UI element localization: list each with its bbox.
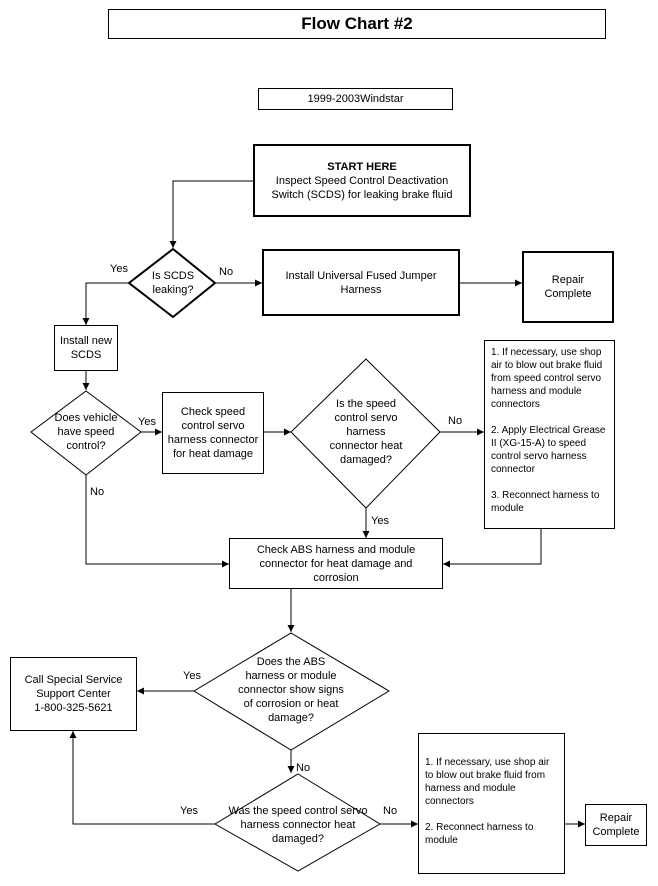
final-step-1: 1. If necessary, use shop air to blow ou… xyxy=(425,757,550,807)
decision-diamond-scds xyxy=(127,247,217,319)
servo-step-1: 1. If necessary, use shop air to blow ou… xyxy=(491,347,603,410)
check-abs-box: Check ABS harness and module connector f… xyxy=(229,538,443,589)
call-center-line-1: Call Special Service xyxy=(24,674,123,686)
start-heading: START HERE xyxy=(327,160,397,173)
decision-was-servo-text: Was the speed control servo harness conn… xyxy=(228,805,368,845)
label-no-abs: No xyxy=(296,762,311,774)
connector-start-to-scds xyxy=(169,180,253,248)
label-yes-servo: Yes xyxy=(371,515,389,527)
label-yes-speed-control: Yes xyxy=(138,416,156,428)
decision-servo-text: Is the speed control servo harness conne… xyxy=(329,398,403,466)
check-servo-box: Check speed control servo harness connec… xyxy=(162,392,264,474)
decision-diamond-speed-control xyxy=(30,390,142,476)
final-steps-box: 1. If necessary, use shop air to blow ou… xyxy=(418,733,565,874)
repair-complete-box-1: Repair Complete xyxy=(522,251,614,323)
label-no-scds: No xyxy=(219,266,234,278)
label-no-speed-control: No xyxy=(90,486,105,498)
page-title: Flow Chart #2 xyxy=(108,9,606,39)
label-no-servo: No xyxy=(448,415,463,427)
decision-diamond-abs xyxy=(193,632,390,751)
connector-steps-to-abs xyxy=(443,529,542,568)
decision-abs-text: Does the ABS harness or module connector… xyxy=(238,656,344,724)
call-center-line-2: Support Center xyxy=(36,688,111,700)
connector-scds-yes xyxy=(82,282,129,325)
label-yes-was-servo: Yes xyxy=(180,805,198,817)
servo-steps-box: 1. If necessary, use shop air to blow ou… xyxy=(484,340,615,529)
connector-q-was-yes xyxy=(69,731,215,825)
decision-diamond-servo xyxy=(290,358,441,509)
label-no-was-servo: No xyxy=(383,805,398,817)
decision-speed-control-text: Does vehicle have speed control? xyxy=(54,412,118,452)
model-label: 1999-2003Windstar xyxy=(258,88,453,110)
label-yes-abs: Yes xyxy=(183,670,201,682)
call-center-box: Call Special Service Support Center 1-80… xyxy=(10,657,137,731)
servo-step-3: 3. Reconnect harness to module xyxy=(491,490,600,514)
decision-diamond-was-servo xyxy=(214,773,381,872)
start-box: START HERE Inspect Speed Control Deactiv… xyxy=(253,144,471,217)
label-yes-scds: Yes xyxy=(110,263,128,275)
install-scds-box: Install new SCDS xyxy=(54,325,118,371)
final-step-2: 2. Reconnect harness to module xyxy=(425,822,534,846)
repair-complete-box-2: Repair Complete xyxy=(585,804,647,846)
start-text: Inspect Speed Control Deactivation Switc… xyxy=(271,174,453,201)
servo-step-2: 2. Apply Electrical Grease II (XG-15-A) … xyxy=(491,425,606,475)
connector-q-speed-no xyxy=(85,475,229,568)
install-jumper-box: Install Universal Fused Jumper Harness xyxy=(262,249,460,316)
decision-scds-text: Is SCDS leaking? xyxy=(151,270,195,296)
call-center-phone: 1-800-325-5621 xyxy=(34,702,113,714)
